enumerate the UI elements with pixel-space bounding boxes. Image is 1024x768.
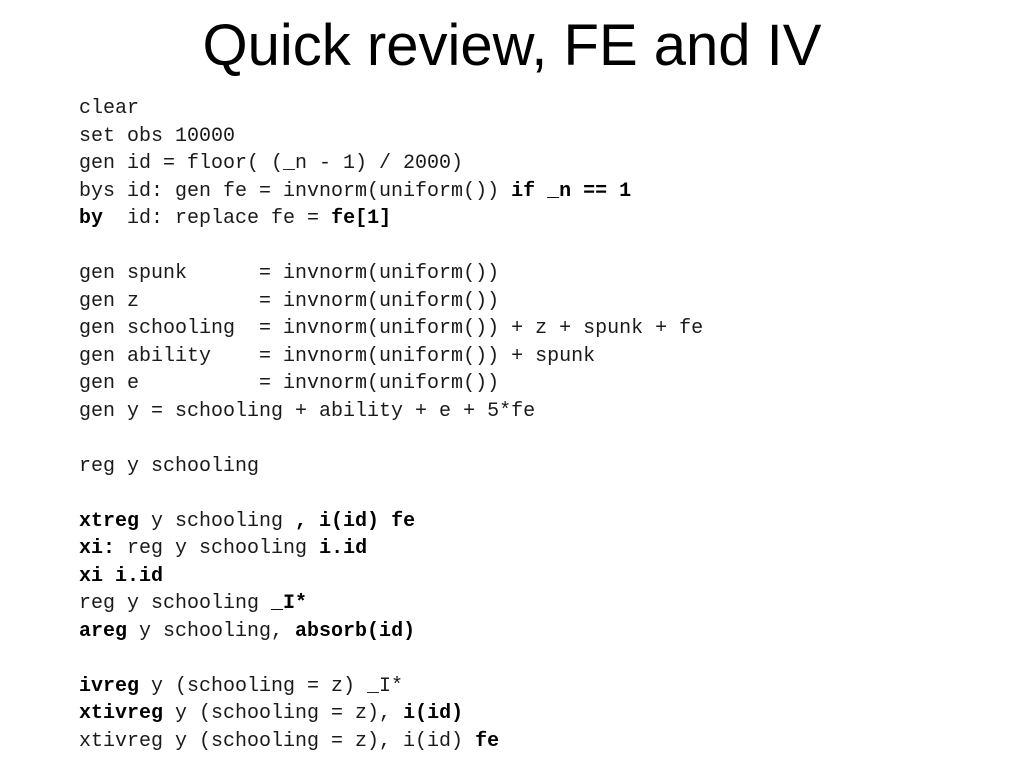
code-token: clear bbox=[79, 97, 140, 120]
code-line: ivreg y (schooling = z) _I* bbox=[79, 673, 703, 701]
code-token-bold: xtivreg bbox=[79, 702, 164, 725]
code-token: reg y schooling bbox=[79, 592, 272, 615]
code-line: gen schooling = invnorm(uniform()) + z +… bbox=[79, 315, 703, 343]
code-token: xtivreg y (schooling = z), i(id) bbox=[79, 729, 476, 753]
code-token-bold: fe[1] bbox=[331, 207, 392, 230]
code-token-bold: fe bbox=[475, 729, 500, 753]
code-token: y (schooling = z), bbox=[163, 702, 404, 725]
code-token: gen z = invnorm(uniform()) bbox=[79, 289, 500, 313]
code-line: gen y = schooling + ability + e + 5*fe bbox=[79, 398, 703, 426]
code-token-bold: if _n == 1 bbox=[511, 179, 632, 203]
code-token-bold: _I* bbox=[271, 592, 308, 615]
code-blank-line bbox=[79, 645, 703, 673]
code-line: reg y schooling _I* bbox=[79, 590, 703, 618]
code-line: gen ability = invnorm(uniform()) + spunk bbox=[79, 343, 703, 371]
code-token-bold: absorb(id) bbox=[295, 619, 416, 643]
code-line: by id: replace fe = fe[1] bbox=[79, 205, 703, 233]
code-blank-line bbox=[79, 233, 703, 261]
code-token: gen ability = invnorm(uniform()) + spunk bbox=[79, 344, 596, 368]
code-token: reg y schooling bbox=[79, 454, 260, 478]
code-line: areg y schooling, absorb(id) bbox=[79, 618, 703, 646]
code-token: set obs 10000 bbox=[79, 124, 236, 148]
code-token: y schooling bbox=[139, 509, 296, 533]
code-blank-line bbox=[79, 480, 703, 508]
code-line: xi i.id bbox=[79, 563, 703, 591]
code-line: xi: reg y schooling i.id bbox=[79, 535, 703, 563]
code-line: gen z = invnorm(uniform()) bbox=[79, 288, 703, 316]
code-block: clear set obs 10000 gen id = floor( (_n - … bbox=[79, 95, 703, 755]
code-line: gen id = floor( (_n - 1) / 2000) bbox=[79, 150, 703, 178]
code-token: id: replace fe = bbox=[103, 207, 332, 230]
code-line: gen e = invnorm(uniform()) bbox=[79, 370, 703, 398]
code-token: reg y schooling bbox=[115, 537, 320, 560]
code-token-bold: xtreg bbox=[79, 509, 140, 533]
code-line: set obs 10000 bbox=[79, 123, 703, 151]
code-token: gen y = schooling + ability + e + 5*fe bbox=[79, 399, 536, 423]
code-token: gen spunk = invnorm(uniform()) bbox=[79, 262, 500, 285]
code-token: y schooling, bbox=[127, 619, 296, 643]
code-token-bold: i(id) bbox=[403, 702, 464, 725]
code-line: bys id: gen fe = invnorm(uniform()) if _… bbox=[79, 178, 703, 206]
code-token-bold: , i(id) fe bbox=[295, 509, 416, 533]
code-line: reg y schooling bbox=[79, 453, 703, 481]
code-line: clear bbox=[79, 95, 703, 123]
code-token-bold: xi i.id bbox=[79, 564, 164, 588]
code-token-bold: ivreg bbox=[79, 674, 140, 698]
code-token: gen e = invnorm(uniform()) bbox=[79, 372, 500, 395]
code-token: gen id = floor( (_n - 1) / 2000) bbox=[79, 152, 464, 175]
slide-title: Quick review, FE and IV bbox=[202, 13, 822, 78]
code-token-bold: i.id bbox=[319, 537, 368, 560]
code-line: xtreg y schooling , i(id) fe bbox=[79, 508, 703, 536]
code-token-bold: xi: bbox=[79, 537, 116, 560]
code-token: y (schooling = z) _I* bbox=[139, 674, 404, 698]
code-line: xtivreg y (schooling = z), i(id) fe bbox=[79, 728, 703, 756]
code-token-bold: areg bbox=[79, 619, 128, 643]
code-token-bold: by bbox=[79, 207, 104, 230]
code-blank-line bbox=[79, 425, 703, 453]
code-line: gen spunk = invnorm(uniform()) bbox=[79, 260, 703, 288]
code-line: xtivreg y (schooling = z), i(id) bbox=[79, 700, 703, 728]
code-token: bys id: gen fe = invnorm(uniform()) bbox=[79, 179, 512, 203]
code-token: gen schooling = invnorm(uniform()) + z +… bbox=[79, 317, 704, 340]
